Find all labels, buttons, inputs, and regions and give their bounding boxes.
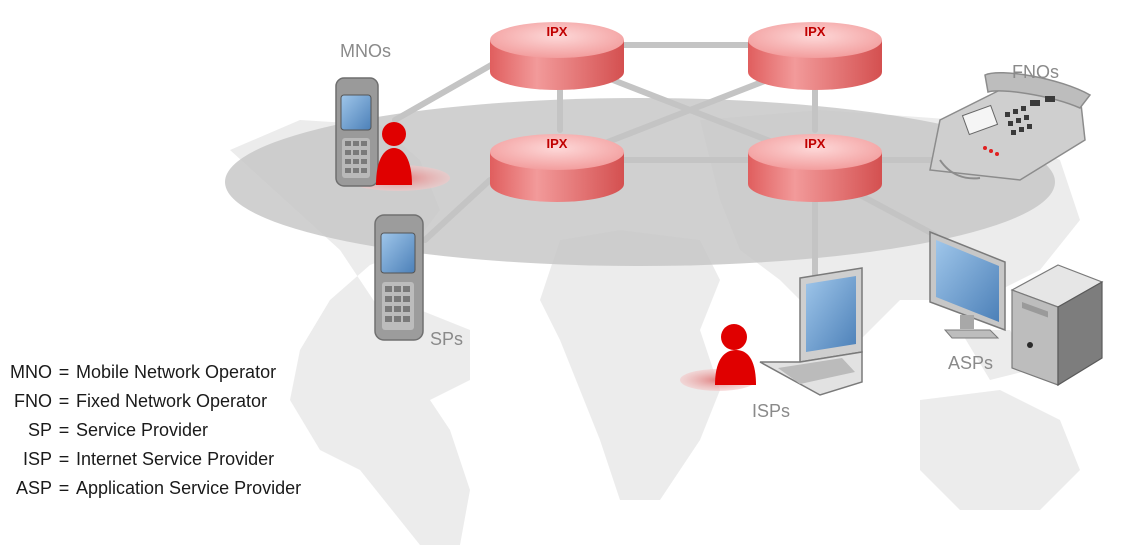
legend-equals: =: [58, 420, 70, 440]
mobile-phone-icon: [335, 77, 379, 187]
legend-item-asp: ASP = Application Service Provider: [6, 474, 386, 503]
isp-group: ISPs: [680, 267, 863, 421]
legend-abbr: ASP: [15, 478, 52, 498]
laptop-icon: [759, 267, 863, 396]
legend-item-isp: ISP = Internet Service Provider: [6, 445, 386, 474]
legend-meaning: Mobile Network Operator: [76, 362, 277, 382]
ipx-node-top-right: IPX: [748, 22, 882, 90]
mnos-label: MNOs: [340, 41, 391, 61]
asps-label: ASPs: [948, 353, 993, 373]
abbreviation-legend: MNO = Mobile Network Operator FNO = Fixed Ne…: [6, 358, 386, 503]
isps-label: ISPs: [752, 401, 790, 421]
legend-abbr: SP: [27, 420, 52, 440]
sps-label: SPs: [430, 329, 463, 349]
sp-group: SPs: [374, 214, 463, 349]
asp-group: ASPs: [929, 230, 1104, 387]
desk-phone-icon: [929, 72, 1092, 181]
legend-equals: =: [58, 449, 70, 469]
monitor-icon: [929, 230, 1006, 339]
mobile-phone-icon: [374, 214, 424, 341]
fnos-label: FNOs: [1012, 62, 1059, 82]
legend-equals: =: [58, 362, 70, 382]
legend-item-fno: FNO = Fixed Network Operator: [6, 387, 386, 416]
person-icon: [715, 324, 756, 385]
legend-abbr: FNO: [14, 391, 52, 411]
ipx-label: IPX: [805, 136, 826, 151]
ipx-label: IPX: [547, 136, 568, 151]
person-icon: [376, 122, 412, 185]
legend-item-mno: MNO = Mobile Network Operator: [6, 358, 386, 387]
legend-item-sp: SP = Service Provider: [6, 416, 386, 445]
ipx-label: IPX: [547, 24, 568, 39]
mno-group: MNOs: [335, 41, 450, 191]
fno-group: FNOs: [929, 62, 1092, 181]
ipx-label: IPX: [805, 24, 826, 39]
legend-equals: =: [58, 478, 70, 498]
ipx-node-bottom-left: IPX: [490, 134, 624, 202]
legend-meaning: Fixed Network Operator: [76, 391, 268, 411]
ipx-node-bottom-right: IPX: [748, 134, 882, 202]
legend-abbr: ISP: [22, 449, 52, 469]
legend-meaning: Internet Service Provider: [76, 449, 275, 469]
pc-tower-icon: [1010, 264, 1104, 387]
legend-abbr: MNO: [10, 362, 52, 382]
legend-meaning: Service Provider: [76, 420, 209, 440]
ipx-node-top-left: IPX: [490, 22, 624, 90]
legend-equals: =: [58, 391, 70, 411]
legend-meaning: Application Service Provider: [76, 478, 302, 498]
